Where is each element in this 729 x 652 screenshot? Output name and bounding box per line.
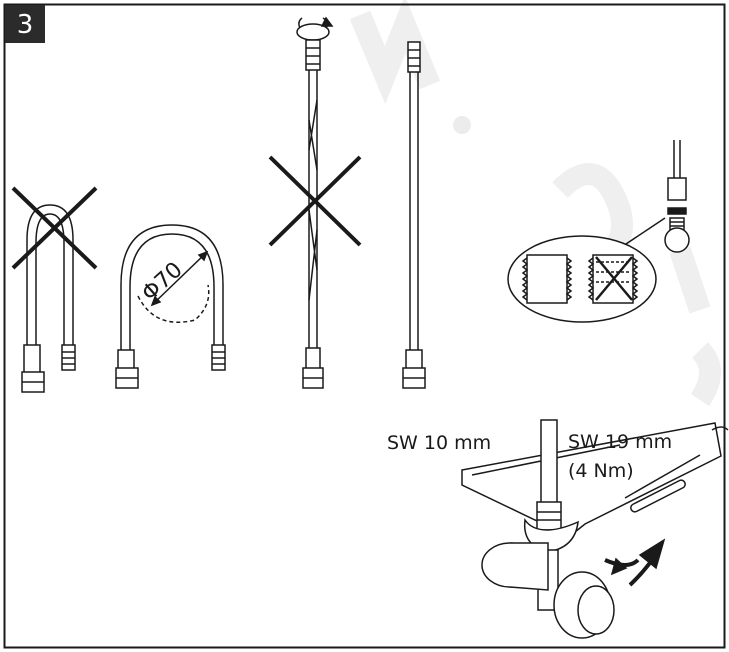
step-number: 3: [17, 10, 34, 40]
wrench-assembly: [461, 419, 729, 639]
panel-frame: [3, 3, 726, 649]
wrench-large-label: SW 19 mm: [568, 431, 672, 453]
step-badge: 3: [5, 5, 45, 43]
thread-magnifier: [507, 235, 657, 323]
cross-mark-3: [595, 256, 633, 301]
hose-straight-correct: [402, 41, 426, 389]
wrench-small-label: SW 10 mm: [387, 432, 491, 454]
fitting-detail: [619, 140, 690, 253]
hose-correct-bend: [115, 224, 226, 389]
torque-label: (4 Nm): [568, 460, 634, 482]
cross-mark-2: [268, 155, 362, 247]
hose-tight-bend-wrong: [21, 204, 76, 393]
diameter-label: Φ70: [137, 258, 187, 307]
cross-mark-1: [11, 186, 98, 270]
